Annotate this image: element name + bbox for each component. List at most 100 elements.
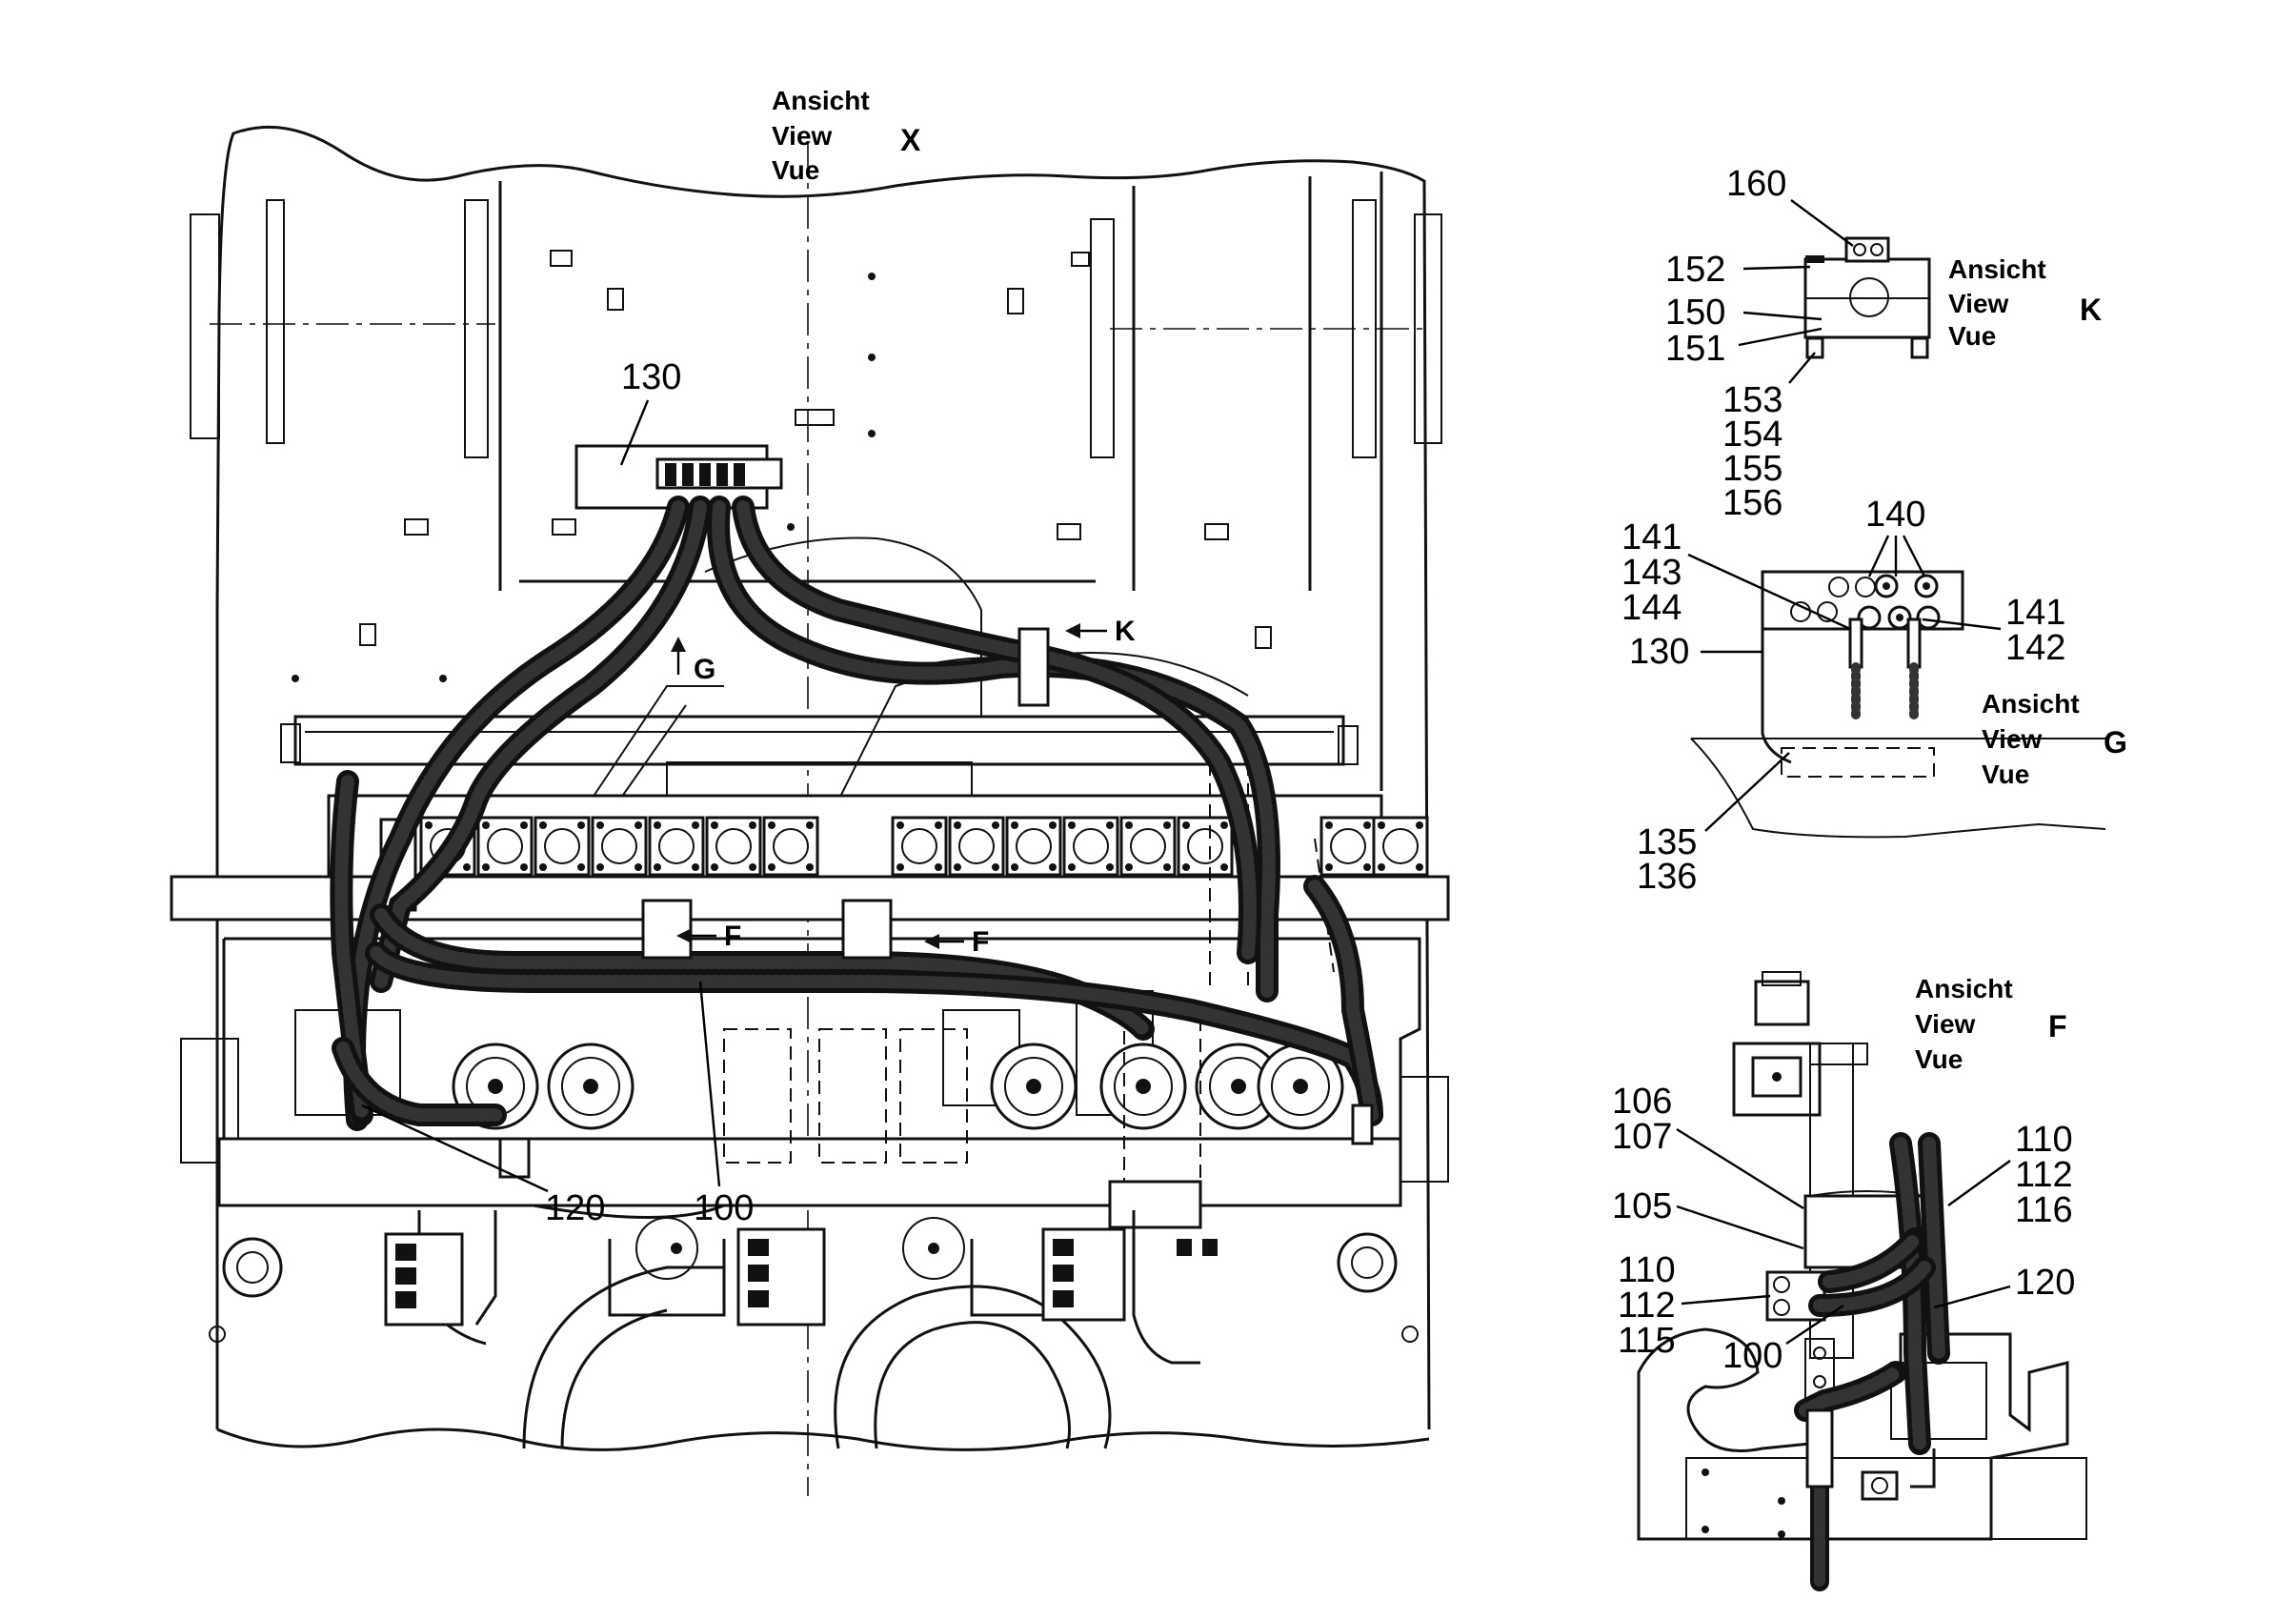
left-rail-outer [190,213,220,439]
valve-flanges [419,816,1429,877]
view-x-view: View [772,121,833,151]
view-k-ansicht: Ansicht [1948,254,2046,284]
lower-plate [1108,1180,1202,1229]
part-143-label: 143 [1621,553,1682,593]
view-g-arrow: G [671,637,715,685]
valve-flange [534,816,591,877]
part-100-leader [698,981,721,1187]
valve-flange [1119,816,1177,877]
view-f-vue: Vue [1915,1044,1963,1074]
detail-view-g: 141 143 144 140 141 142 130 135 136 Ansi… [1621,495,2127,897]
motor [1099,1043,1187,1130]
part-141a-label: 141 [1621,517,1682,557]
detail-view-f: 106 107 105 110 112 115 100 110 112 116 … [1612,971,2087,1591]
valve-flange [591,816,648,877]
valve-flange [476,816,534,877]
right-side-block [1400,1076,1449,1183]
view-g-view: View [1982,724,2043,754]
part-100-label: 100 [694,1188,754,1228]
f-top-fitting [1754,980,1810,1026]
valve-flange [705,816,762,877]
view-f-view: View [1915,1009,1976,1039]
g-nuts [1790,574,1941,630]
part-112a-label: 112 [1618,1286,1676,1326]
g-block-side [1761,629,1792,764]
view-g-arrow-label: G [694,654,715,685]
view-k-view: View [1948,289,2009,318]
valve-flange [1319,816,1377,877]
bolt-plates [292,250,1272,682]
part-105-label: 105 [1612,1186,1672,1226]
f-base-bracket [1637,1327,2069,1541]
part-116-label: 116 [2015,1190,2073,1230]
view-k-arrow: K [1065,616,1136,647]
part-120-f-label: 120 [2015,1263,2075,1303]
view-x-vue: Vue [772,155,819,185]
motor [990,1043,1078,1130]
motor [1195,1043,1282,1130]
g-hidden-rect [1781,747,1935,778]
detail-view-k: 160 152 150 151 153 154 155 156 Ansicht … [1665,164,2102,523]
part-115-label: 115 [1618,1321,1676,1361]
f-hoses [1794,1132,1950,1591]
left-side-block [180,1038,239,1164]
part-150-label: 150 [1665,293,1725,333]
motor [1257,1043,1344,1130]
view-f-arrow-label-2: F [972,926,989,958]
valve-flange [648,816,705,877]
part-110a-label: 110 [1618,1250,1676,1290]
part-106-label: 106 [1612,1082,1672,1122]
part-130-label: 130 [621,357,681,397]
manifold-fittings [665,463,745,486]
valve-flange [1062,816,1119,877]
lower-cross-beam [217,1137,1402,1207]
lower-motor [671,1243,682,1254]
rail-3 [1090,218,1115,458]
lower-motor [928,1243,939,1254]
view-x-letter: X [900,123,921,157]
left-rail-inner [266,199,285,444]
part-107-label: 107 [1612,1117,1672,1157]
part-120-leader [361,1104,549,1193]
beam-end-left [280,723,301,763]
rail-5 [1414,213,1442,444]
part-151-label: 151 [1665,329,1725,369]
left-wheel [222,1237,283,1298]
view-g-letter: G [2104,725,2127,759]
part-112b-label: 112 [2015,1155,2073,1195]
part-141b-label: 141 [2005,593,2065,633]
part-140-label: 140 [1865,495,1925,535]
part-152-label: 152 [1665,250,1725,290]
view-x-ansicht: Ansicht [772,86,870,115]
view-k-arrow-label: K [1115,616,1136,647]
bottom-valve-stacks [384,1227,1218,1326]
valve-flange [762,816,819,877]
part-160-label: 160 [1726,164,1786,204]
part-153-label: 153 [1722,380,1782,420]
view-f-arrow-1: F [676,921,741,952]
view-f-ansicht: Ansicht [1915,974,2013,1003]
view-f-letter: F [2048,1009,2067,1043]
part-110b-label: 110 [2015,1120,2073,1160]
part-130-g-label: 130 [1629,632,1689,672]
valve-flange [1372,816,1429,877]
view-g-ansicht: Ansicht [1982,689,2080,719]
right-wheel [1337,1232,1398,1293]
beam-end-right [1338,725,1359,765]
frame-outline [215,125,1431,1430]
view-f-arrow-label-1: F [724,921,741,952]
hose-clamps [498,627,1374,1179]
view-k-letter: K [2080,293,2102,327]
motor [547,1043,634,1130]
part-100-f-label: 100 [1722,1336,1782,1376]
main-view-x: G K F F Ansicht View Vue X 130 120 100 [170,86,1450,1496]
part-155-label: 155 [1722,449,1782,489]
part-130-leader [619,399,650,466]
view-f-arrow-2: F [924,926,989,958]
valve-flange [948,816,1005,877]
valve-flange [1177,816,1234,877]
valve-flange [1005,816,1062,877]
rail-2 [464,199,489,458]
